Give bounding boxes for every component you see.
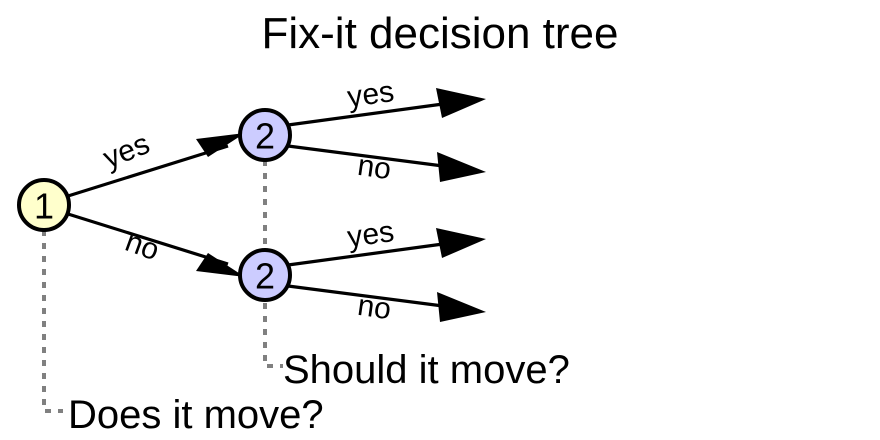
edge-label-yes-yes: yes — [345, 75, 396, 114]
edge-line — [67, 144, 229, 198]
edge-yes-yes: yes — [287, 75, 486, 127]
arrowhead-icon — [436, 228, 486, 258]
edge-line — [287, 242, 444, 267]
node-branch-no-circle[interactable] — [238, 248, 292, 302]
arrowhead-icon — [196, 133, 245, 157]
edge-label-no-no: no — [356, 289, 394, 326]
callout-does-it-move: Does it move? — [68, 393, 324, 437]
edge-root-yes: yes — [67, 127, 245, 198]
node-branch-no-label: 2 — [255, 256, 275, 297]
edge-label-root-yes: yes — [99, 127, 155, 175]
node-branch-yes-label: 2 — [255, 116, 275, 157]
arrowhead-icon — [437, 292, 486, 322]
node-root[interactable]: 1 — [17, 178, 71, 232]
edge-line — [67, 212, 229, 266]
edge-line — [287, 102, 444, 127]
leader-line-should-it-move — [263, 160, 283, 368]
edge-label-yes-no: no — [356, 149, 394, 186]
edge-label-no-yes: yes — [345, 215, 396, 254]
node-branch-yes[interactable]: 2 — [238, 108, 292, 162]
node-root-label: 1 — [34, 186, 54, 227]
leader-line-does-it-move — [42, 230, 63, 413]
arrowhead-icon — [196, 253, 245, 277]
edge-line — [287, 284, 444, 308]
callout-should-it-move: Should it move? — [283, 348, 570, 392]
page-title: Fix-it decision tree — [261, 9, 618, 58]
arrowhead-icon — [436, 88, 486, 118]
edge-no-yes: yes — [287, 215, 486, 267]
edge-yes-no: no — [287, 144, 486, 186]
node-branch-yes-circle[interactable] — [238, 108, 292, 162]
node-root-circle[interactable] — [17, 178, 71, 232]
arrowhead-icon — [437, 152, 486, 182]
node-branch-no[interactable]: 2 — [238, 248, 292, 302]
edge-no-no: no — [287, 284, 486, 326]
edge-root-no: no — [67, 212, 245, 277]
edge-line — [287, 144, 444, 168]
